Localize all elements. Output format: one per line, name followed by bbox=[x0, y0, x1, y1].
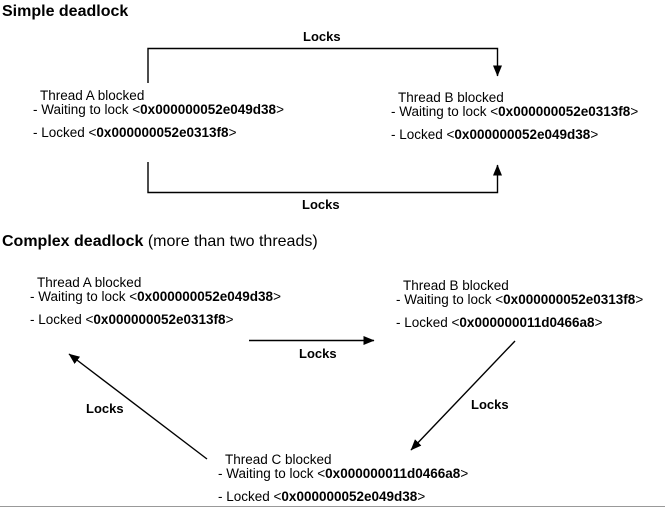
complex-c-to-a-locks-arrow bbox=[68, 353, 208, 460]
waiting-close: > bbox=[460, 466, 469, 481]
simple-a-to-b-locks-arrow bbox=[147, 47, 502, 83]
simple-thread-b-waiting-line: - Waiting to lock <0x000000052e0313f8> bbox=[391, 105, 638, 119]
waiting-label: - Waiting to lock < bbox=[218, 466, 326, 481]
waiting-label: - Waiting to lock < bbox=[391, 104, 499, 119]
simple-deadlock-heading: Simple deadlock bbox=[2, 3, 129, 20]
locked-label: - Locked < bbox=[33, 125, 97, 140]
complex-thread-c-locked-line: - Locked <0x000000052e049d38> bbox=[218, 490, 468, 504]
locked-close: > bbox=[225, 312, 234, 327]
locked-close: > bbox=[594, 315, 603, 330]
locked-label: - Locked < bbox=[218, 489, 282, 504]
simple-thread-b-box: Thread B blocked - Waiting to lock <0x00… bbox=[391, 91, 638, 142]
waiting-address: 0x000000052e049d38 bbox=[140, 102, 277, 117]
locked-label: - Locked < bbox=[30, 312, 94, 327]
locked-close: > bbox=[417, 489, 426, 504]
waiting-label: - Waiting to lock < bbox=[30, 289, 138, 304]
locked-close: > bbox=[590, 127, 599, 142]
complex-thread-c-box: Thread C blocked - Waiting to lock <0x00… bbox=[218, 453, 468, 504]
simple-thread-a-box: Thread A blocked - Waiting to lock <0x00… bbox=[33, 89, 284, 140]
complex-thread-c-title: Thread C blocked bbox=[225, 452, 332, 467]
waiting-close: > bbox=[635, 292, 644, 307]
locked-label: - Locked < bbox=[396, 315, 460, 330]
complex-deadlock-heading-normal: (more than two threads) bbox=[143, 233, 318, 250]
complex-deadlock-heading: Complex deadlock (more than two threads) bbox=[2, 233, 318, 251]
waiting-close: > bbox=[630, 104, 639, 119]
complex-b-to-c-locks-arrow bbox=[410, 340, 516, 451]
complex-thread-b-title: Thread B blocked bbox=[403, 278, 509, 293]
waiting-close: > bbox=[273, 289, 281, 304]
complex-locks-label-ab: Locks bbox=[299, 346, 337, 361]
complex-thread-b-box: Thread B blocked - Waiting to lock <0x00… bbox=[396, 279, 643, 330]
waiting-address: 0x000000011d0466a8 bbox=[325, 466, 461, 481]
locked-address: 0x000000052e049d38 bbox=[281, 489, 418, 504]
complex-thread-a-title: Thread A blocked bbox=[37, 275, 142, 290]
simple-locks-label-top: Locks bbox=[303, 29, 341, 44]
waiting-label: - Waiting to lock < bbox=[33, 102, 141, 117]
complex-thread-a-locked-line: - Locked <0x000000052e0313f8> bbox=[30, 313, 281, 327]
locked-address: 0x000000052e049d38 bbox=[454, 127, 591, 142]
waiting-label: - Waiting to lock < bbox=[396, 292, 504, 307]
simple-thread-a-locked-line: - Locked <0x000000052e0313f8> bbox=[33, 126, 284, 140]
locked-address: 0x000000052e0313f8 bbox=[93, 312, 226, 327]
complex-thread-a-waiting-line: - Waiting to lock <0x000000052e049d38> bbox=[30, 290, 281, 304]
complex-thread-c-waiting-line: - Waiting to lock <0x000000011d0466a8> bbox=[218, 467, 468, 481]
simple-thread-b-locked-line: - Locked <0x000000052e049d38> bbox=[391, 128, 638, 142]
locked-label: - Locked < bbox=[391, 127, 455, 142]
locked-close: > bbox=[228, 125, 237, 140]
bottom-rule bbox=[0, 506, 665, 507]
complex-thread-a-box: Thread A blocked - Waiting to lock <0x00… bbox=[30, 276, 281, 327]
simple-thread-a-title: Thread A blocked bbox=[40, 88, 145, 103]
complex-thread-b-locked-line: - Locked <0x000000011d0466a8> bbox=[396, 316, 643, 330]
waiting-address: 0x000000052e049d38 bbox=[137, 289, 274, 304]
waiting-close: > bbox=[276, 102, 284, 117]
waiting-address: 0x000000052e0313f8 bbox=[503, 292, 636, 307]
complex-thread-b-waiting-line: - Waiting to lock <0x000000052e0313f8> bbox=[396, 293, 643, 307]
complex-locks-label-ca: Locks bbox=[86, 401, 124, 416]
complex-deadlock-heading-bold: Complex deadlock bbox=[2, 233, 144, 250]
waiting-address: 0x000000052e0313f8 bbox=[498, 104, 631, 119]
complex-locks-label-bc: Locks bbox=[471, 397, 509, 412]
locked-address: 0x000000011d0466a8 bbox=[459, 315, 595, 330]
locked-address: 0x000000052e0313f8 bbox=[96, 125, 229, 140]
simple-thread-a-waiting-line: - Waiting to lock <0x000000052e049d38> bbox=[33, 103, 284, 117]
simple-locks-label-bottom: Locks bbox=[302, 197, 340, 212]
simple-thread-b-title: Thread B blocked bbox=[398, 90, 504, 105]
simple-b-to-a-locks-arrow bbox=[147, 162, 502, 194]
